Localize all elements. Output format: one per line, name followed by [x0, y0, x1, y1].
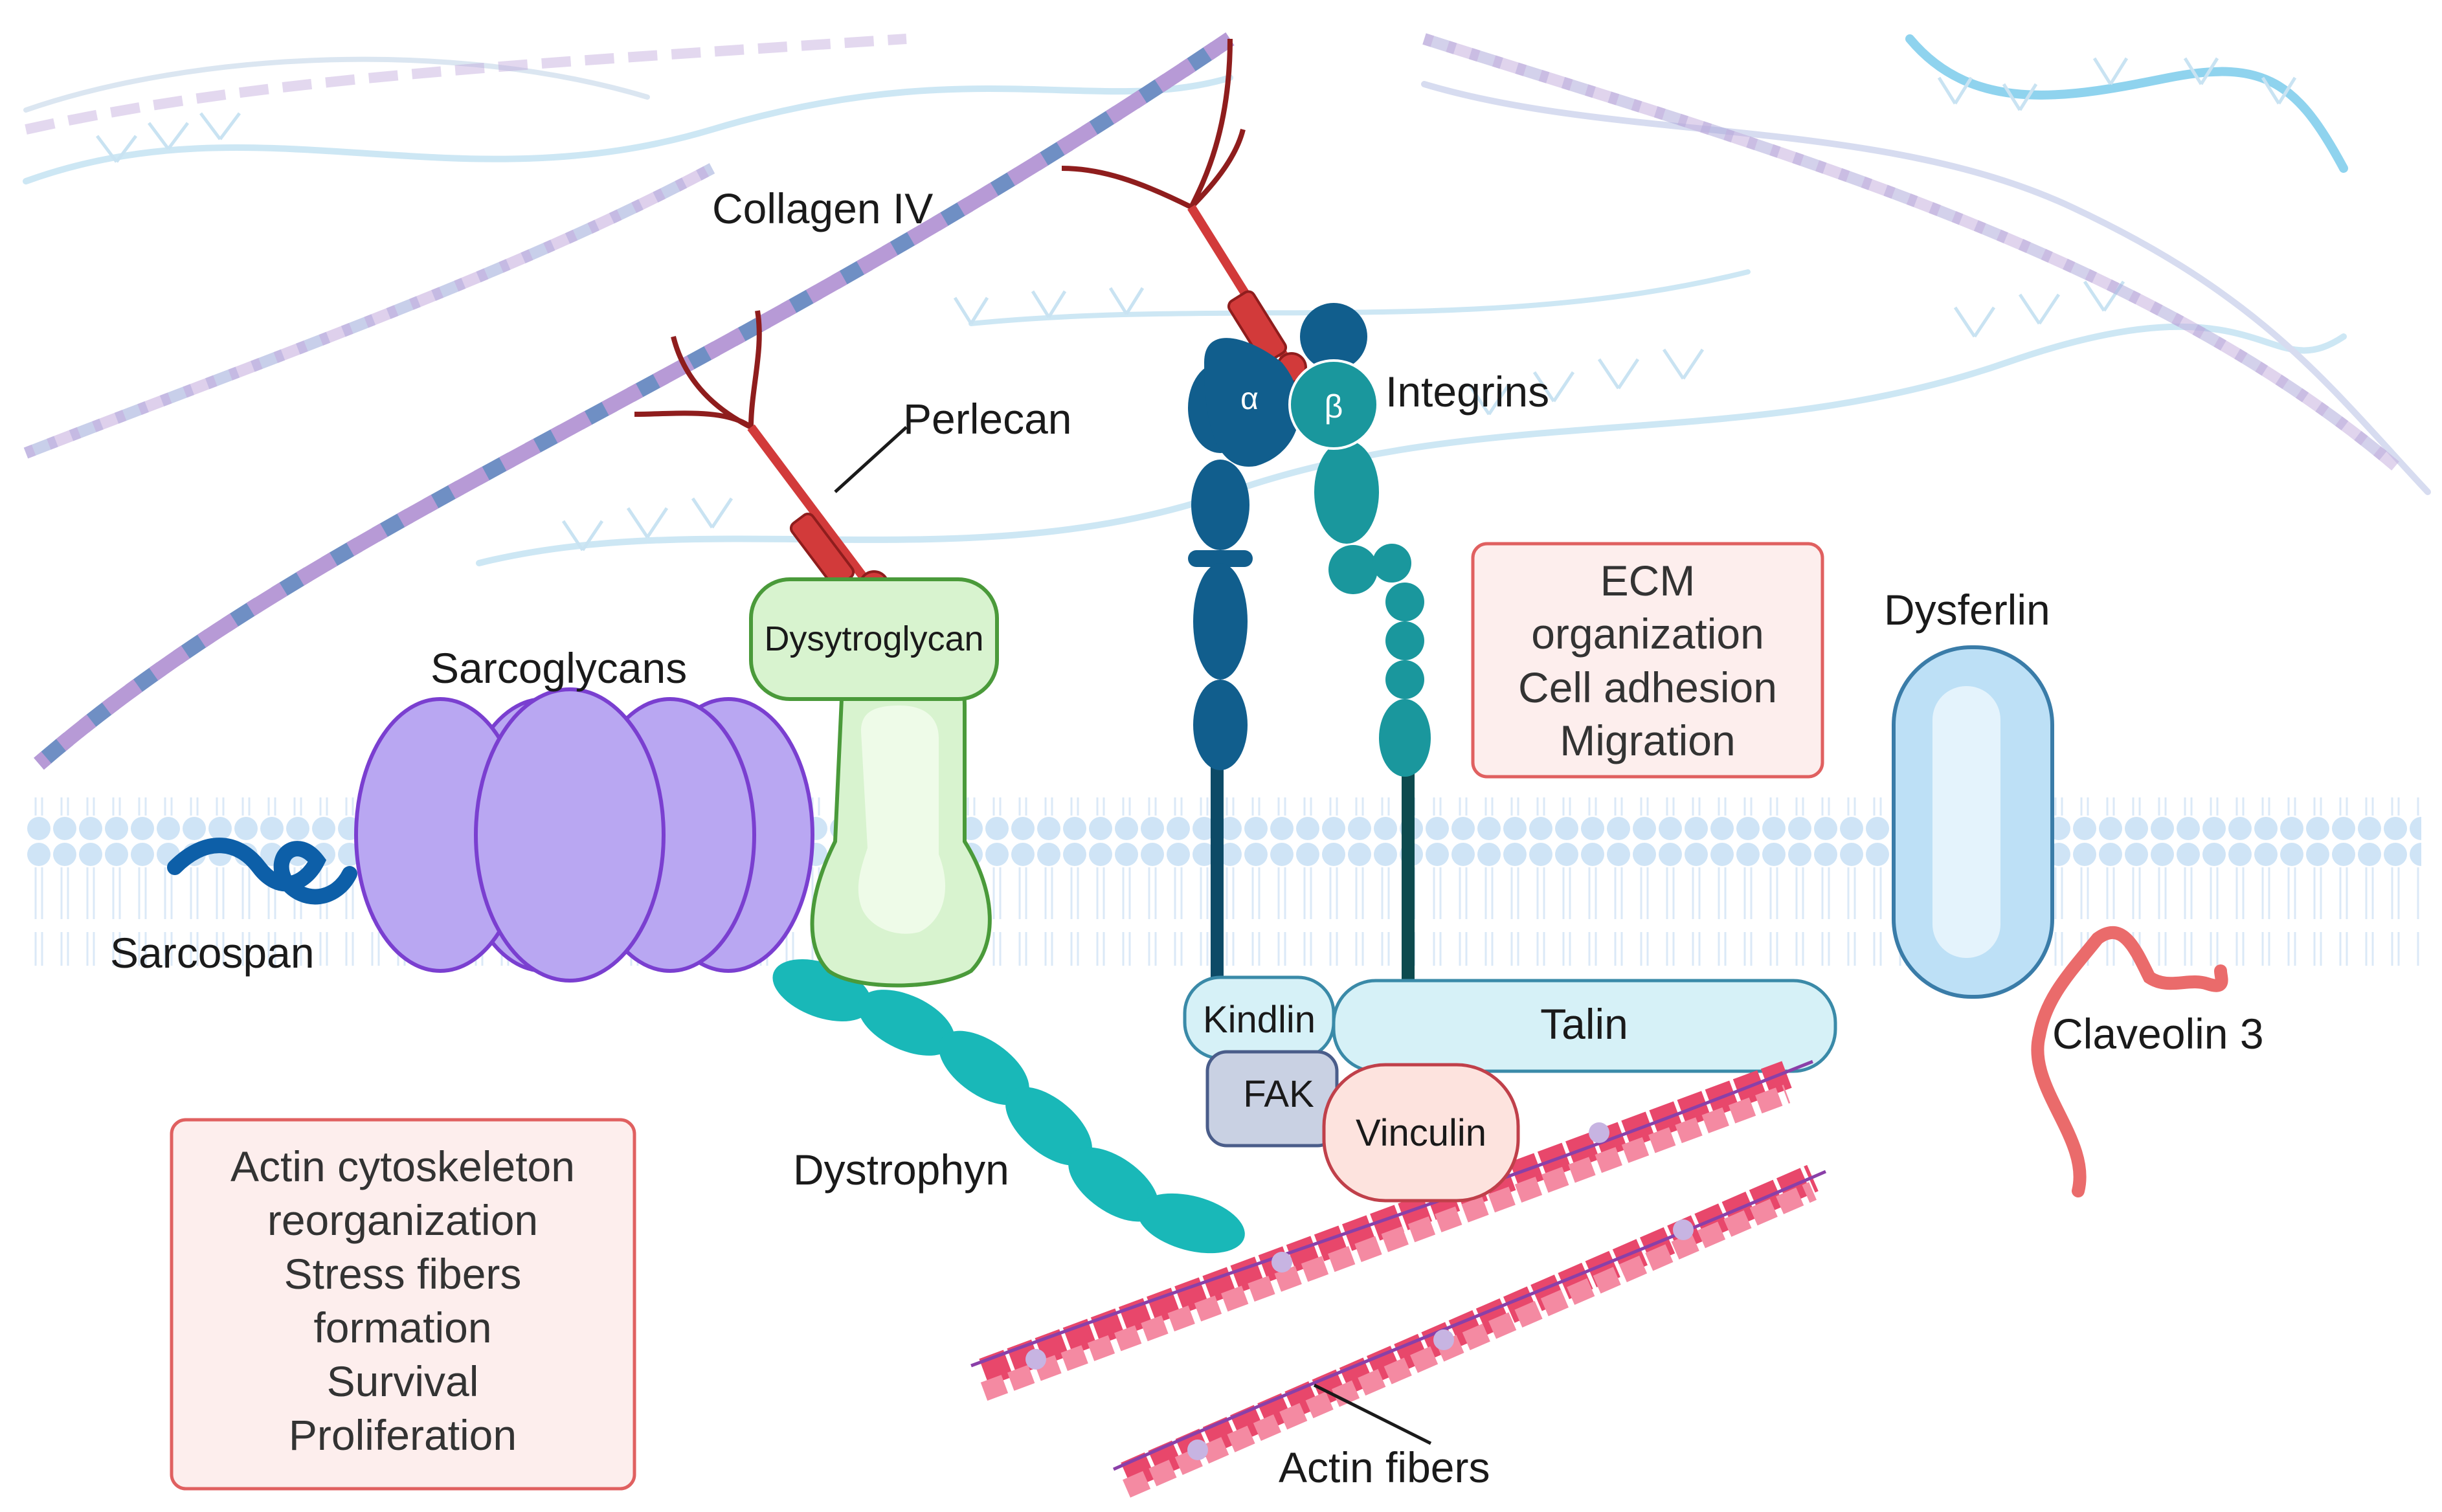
actin-box-line-4: formation [313, 1304, 491, 1351]
sarcospan-label: Sarcospan [110, 929, 315, 977]
collagen-iv-label: Collagen IV [712, 184, 933, 232]
vinculin-label: Vinculin [1356, 1112, 1486, 1154]
collagen-iv-fibers [23, 32, 2399, 770]
integrin-beta-subunit [1300, 303, 1431, 984]
dystroglycan-complex [749, 577, 999, 988]
dysferlin-label: Dysferlin [1884, 586, 2050, 634]
beta-label: β [1325, 388, 1343, 425]
perlecan-leader [834, 426, 908, 493]
ecm-box-line-3: Cell adhesion [1518, 663, 1777, 711]
actin-leader [1313, 1383, 1432, 1445]
actin-box-line-3: Stress fibers [284, 1250, 522, 1298]
caveolin-label: Claveolin 3 [2052, 1010, 2264, 1058]
actin-fibers [970, 1060, 1827, 1498]
ecm-box-line-1: ECM [1600, 557, 1696, 605]
actin-function-box: Actin cytoskeleton reorganization Stress… [170, 1118, 636, 1491]
actin-box-line-6: Proliferation [289, 1411, 517, 1459]
actin-box-line-5: Survival [327, 1357, 479, 1405]
vinculin-protein [1322, 1063, 1520, 1203]
integrin-alpha-subunit [1188, 362, 1253, 984]
ecm-function-box: ECM organization Cell adhesion Migration [1471, 542, 1824, 779]
ecm-fern-branches [96, 57, 2297, 551]
dystrophyn-chain [772, 959, 1245, 1254]
sarcoglycans-label: Sarcoglycans [431, 644, 687, 692]
integrin-heads: α β [1204, 338, 1379, 467]
perlecan-molecule-right [1061, 38, 1307, 383]
talin-label: Talin [1540, 1000, 1628, 1048]
alpha-label: α [1240, 382, 1259, 416]
perlecan-molecule-left [634, 310, 890, 601]
sarcoglycan-complex [354, 687, 814, 983]
ecm-box-line-4: Migration [1560, 717, 1735, 764]
kindlin-label: Kindlin [1203, 999, 1316, 1041]
perlecan-label: Perlecan [903, 395, 1072, 443]
actin-box-line-1: Actin cytoskeleton [230, 1142, 575, 1190]
integrins-label: Integrins [1385, 368, 1549, 416]
actin-fibers-label: Actin fibers [1279, 1443, 1490, 1491]
talin-protein [1332, 979, 1837, 1073]
sarcospan-molecule [167, 838, 357, 905]
dysferlin-highlight [1932, 686, 2000, 958]
dystrophyn-label: Dystrophyn [793, 1146, 1009, 1194]
caveolin-molecule [2031, 926, 2228, 1197]
actin-box-line-2: reorganization [267, 1196, 538, 1244]
dystroglycan-label: Dysytroglycan [764, 619, 983, 658]
ecm-box-line-2: organization [1531, 610, 1764, 658]
fak-label: FAK [1243, 1073, 1314, 1115]
